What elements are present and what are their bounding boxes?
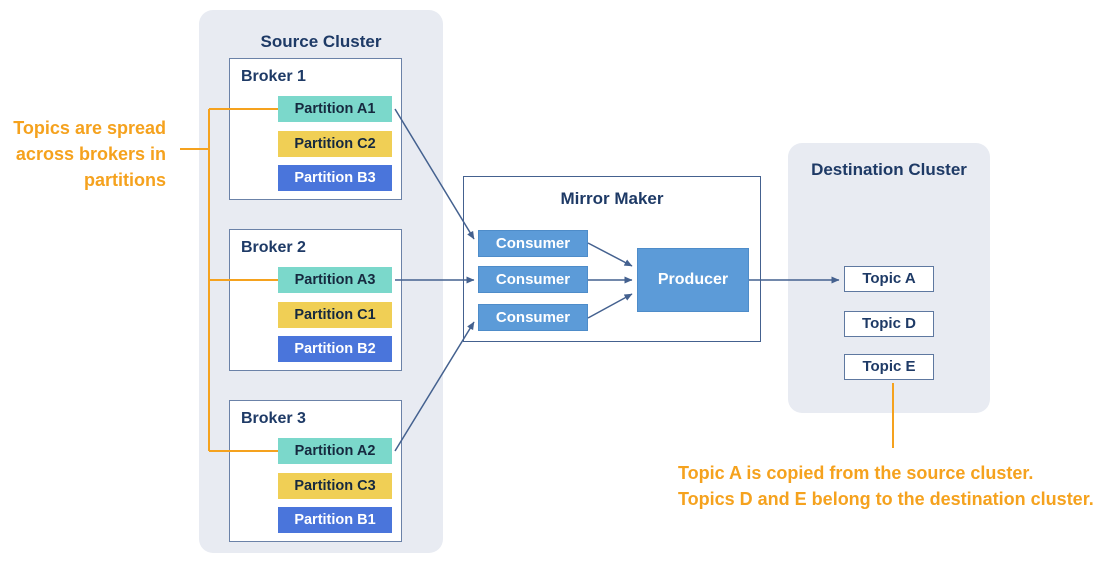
annotation-topics-spread: Topics are spread across brokers in part…	[2, 115, 166, 193]
broker-3-label: Broker 3	[241, 410, 306, 427]
broker-2-label: Broker 2	[241, 239, 306, 256]
annotation-line: Topics D and E belong to the destination…	[678, 489, 1094, 509]
annotation-line: across brokers in	[15, 144, 166, 164]
broker-2-box: Broker 2 Partition A3 Partition C1 Parti…	[229, 229, 402, 371]
partition-c3: Partition C3	[278, 473, 392, 499]
broker-1-box: Broker 1 Partition A1 Partition C2 Parti…	[229, 58, 402, 200]
topic-d-box: Topic D	[844, 311, 934, 337]
destination-cluster-title: Destination Cluster	[811, 160, 967, 179]
partition-a1: Partition A1	[278, 96, 392, 122]
source-cluster-panel: Source Cluster Broker 1 Partition A1 Par…	[199, 10, 443, 553]
annotation-topic-copy: Topic A is copied from the source cluste…	[678, 460, 1108, 512]
broker-1-label: Broker 1	[241, 68, 306, 85]
destination-cluster-panel: Destination Cluster Topic A Topic D Topi…	[788, 143, 990, 413]
partition-a2: Partition A2	[278, 438, 392, 464]
consumer-1-box: Consumer	[478, 230, 588, 257]
producer-box: Producer	[637, 248, 749, 312]
partition-a3: Partition A3	[278, 267, 392, 293]
partition-c1: Partition C1	[278, 302, 392, 328]
topic-e-box: Topic E	[844, 354, 934, 380]
topic-a-box: Topic A	[844, 266, 934, 292]
mirror-maker-box: Mirror Maker Consumer Consumer Consumer …	[463, 176, 761, 342]
partition-b2: Partition B2	[278, 336, 392, 362]
source-cluster-title: Source Cluster	[260, 32, 382, 51]
partition-b3: Partition B3	[278, 165, 392, 191]
mirror-maker-title: Mirror Maker	[560, 189, 664, 208]
broker-3-box: Broker 3 Partition A2 Partition C3 Parti…	[229, 400, 402, 542]
partition-b1: Partition B1	[278, 507, 392, 533]
partition-c2: Partition C2	[278, 131, 392, 157]
consumer-3-box: Consumer	[478, 304, 588, 331]
annotation-line: Topics are spread	[13, 118, 166, 138]
annotation-line: partitions	[83, 170, 166, 190]
annotation-line: Topic A is copied from the source cluste…	[678, 463, 1034, 483]
consumer-2-box: Consumer	[478, 266, 588, 293]
